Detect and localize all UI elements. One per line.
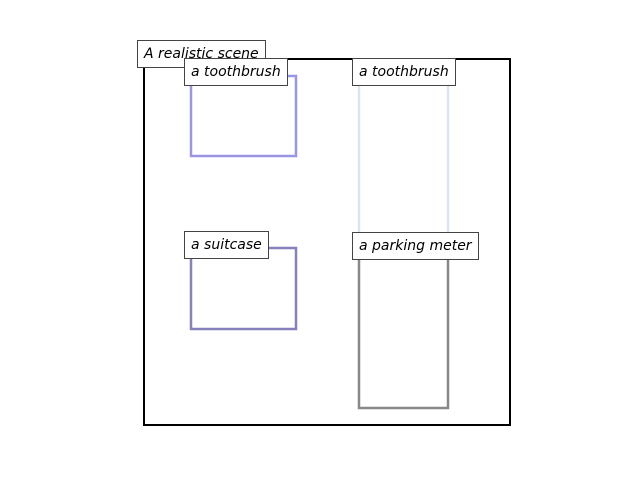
object-box-parking-meter [357, 248, 450, 410]
object-label-toothbrush-right: a toothbrush [352, 58, 456, 86]
object-label-toothbrush-left: a toothbrush [184, 58, 288, 86]
object-box-toothbrush-right [357, 74, 450, 252]
object-label-parking-meter: a parking meter [352, 232, 479, 260]
object-box-suitcase [189, 246, 298, 331]
object-label-suitcase: a suitcase [184, 231, 269, 259]
scene-frame [143, 58, 511, 426]
object-box-toothbrush-left [189, 74, 298, 158]
